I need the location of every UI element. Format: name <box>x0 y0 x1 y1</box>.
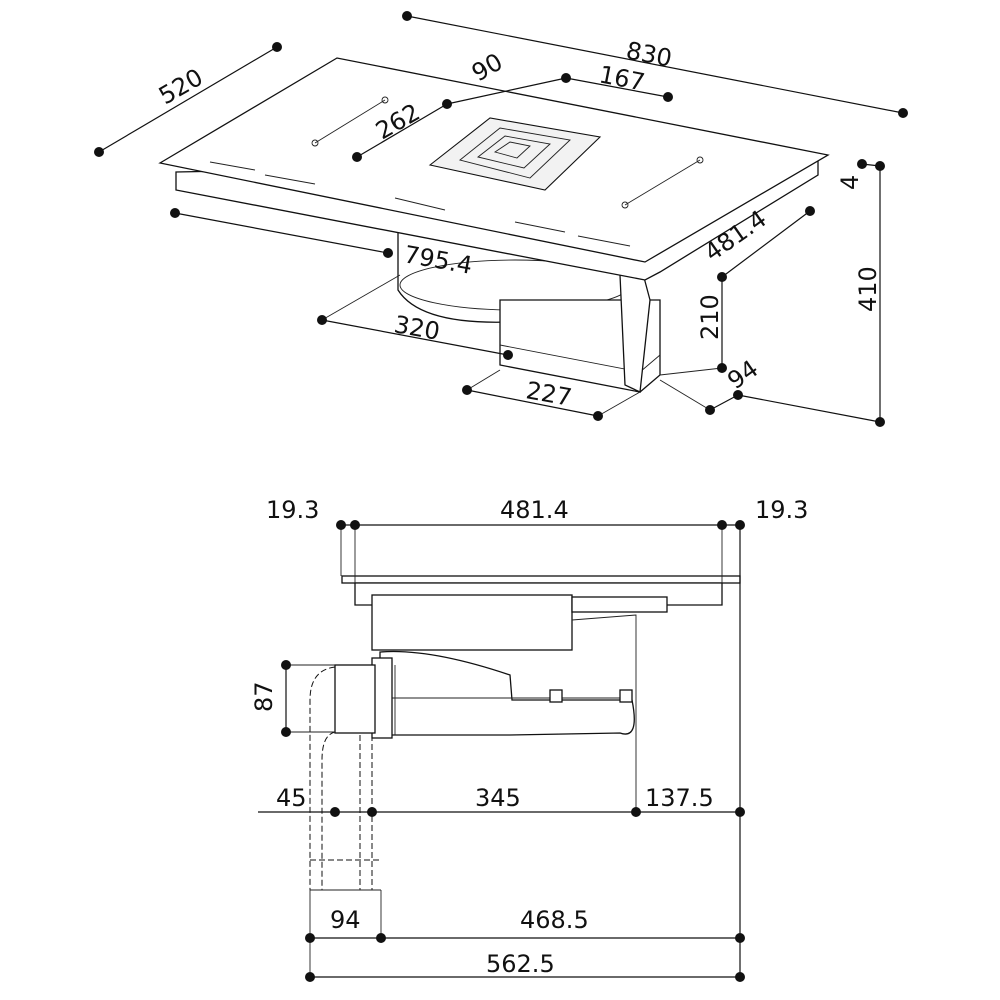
glass-plate-side <box>341 575 741 584</box>
dim-left-overhang: 19.3 <box>266 496 319 524</box>
dim-motor-width: 320 <box>392 310 442 346</box>
duct-path-dashed <box>309 666 336 890</box>
dim-duct-width-side: 94 <box>330 906 361 934</box>
motor-side <box>379 650 635 736</box>
dim-glass-thickness: 4 <box>836 175 864 190</box>
side-dimension-dots <box>281 520 745 982</box>
side-dimension-lines <box>258 524 741 978</box>
dim-outlet-to-rear: 468.5 <box>520 906 589 934</box>
dim-duct-height: 87 <box>250 681 278 712</box>
hob-side-view: 19.3 481.4 19.3 87 45 345 137.5 94 468.5… <box>250 496 808 982</box>
dim-duct-depth: 94 <box>722 354 763 394</box>
dim-vent-offset: 90 <box>467 48 507 88</box>
dim-total-height: 410 <box>854 266 882 312</box>
dim-rear-clearance: 137.5 <box>645 784 714 812</box>
dimension-lines <box>98 15 904 423</box>
downdraft-vent <box>428 117 602 191</box>
dim-total-length: 562.5 <box>486 950 555 978</box>
dimension-dots <box>94 11 908 427</box>
dim-duct-width: 227 <box>524 376 574 412</box>
dim-motor-length: 345 <box>475 784 521 812</box>
dim-motor-height: 210 <box>696 294 724 340</box>
dim-body-width: 481.4 <box>500 496 569 524</box>
dim-duct-offset: 45 <box>276 784 307 812</box>
dim-right-overhang: 19.3 <box>755 496 808 524</box>
hob-isometric-view: 830 520 90 167 262 4 410 481.4 795.4 210… <box>94 11 908 427</box>
control-panel-markings <box>209 161 631 247</box>
